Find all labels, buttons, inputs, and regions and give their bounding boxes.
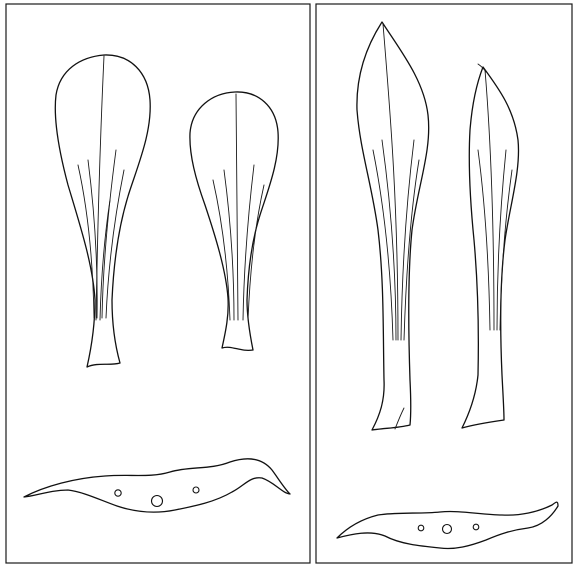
leaf-left-small-midrib <box>236 94 238 320</box>
leaf-right-large-vein-4 <box>404 160 419 340</box>
cross-section-left <box>24 459 290 512</box>
vascular-bundle-left-2 <box>152 496 163 507</box>
leaf-right-small-midrib <box>485 70 494 330</box>
cross-section-right-outline <box>337 502 558 548</box>
leaf-right-small-vein-1 <box>478 150 490 330</box>
vascular-bundle-right-1 <box>418 525 424 531</box>
leaf-right-small <box>462 64 519 428</box>
leaf-right-large <box>357 22 429 430</box>
leaf-left-small-vein-3 <box>243 165 254 320</box>
panel-right <box>316 4 572 563</box>
cross-section-left-outline <box>24 459 290 512</box>
leaf-left-large-outline <box>55 55 150 367</box>
leaf-left-small <box>190 92 278 350</box>
panel-right-frame <box>316 4 572 563</box>
vascular-bundle-right-2 <box>443 525 452 534</box>
leaf-left-large-vein-4 <box>106 170 124 318</box>
vascular-bundle-left-1 <box>115 490 121 496</box>
leaf-left-large-vein-3 <box>102 150 116 318</box>
leaf-left-small-vein-4 <box>248 185 264 320</box>
panel-left <box>6 4 310 563</box>
cross-section-right <box>337 502 558 548</box>
leaf-right-small-outline <box>462 67 519 428</box>
vascular-bundle-right-3 <box>473 524 479 530</box>
leaf-right-large-outline <box>357 22 429 430</box>
vascular-bundle-left-3 <box>193 487 199 493</box>
leaf-left-large <box>55 55 150 367</box>
leaf-right-large-vein-3 <box>401 140 414 340</box>
